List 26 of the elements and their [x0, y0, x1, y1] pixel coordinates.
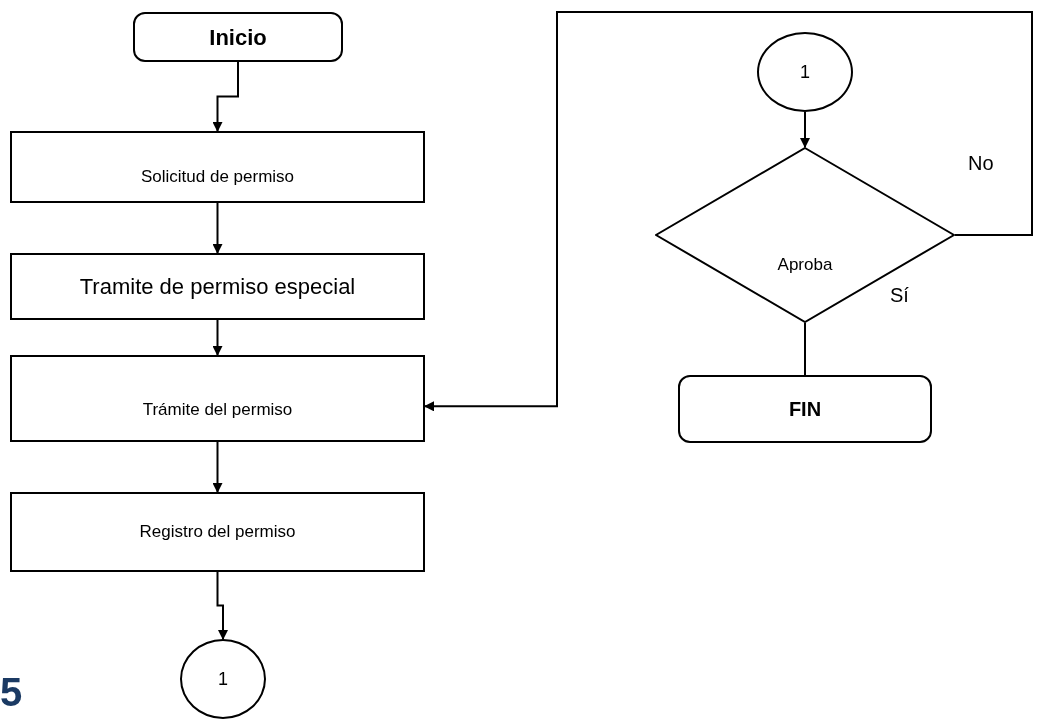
arrow [212, 61, 239, 132]
arrow [212, 202, 223, 254]
arrow [216, 571, 228, 640]
process-box [10, 253, 425, 320]
end-terminal [678, 375, 932, 443]
node-text: Aproba [777, 254, 833, 277]
arrow [212, 441, 223, 493]
node-text: 1 [800, 60, 810, 84]
process-box [10, 355, 425, 442]
node-text: Registro del permiso [139, 521, 296, 544]
arrow [800, 111, 810, 148]
start-terminal [133, 12, 343, 62]
page-number: 5 [0, 672, 23, 712]
decision-diamond [655, 147, 955, 323]
node-text: Inicio [209, 23, 267, 52]
node-text: 1 [218, 667, 228, 691]
node-text: Tramite de permiso especial [79, 273, 356, 301]
process-box [10, 492, 425, 572]
connector-circle [180, 639, 266, 719]
arrow [424, 11, 1033, 412]
node-text: Trámite del permiso [142, 398, 293, 421]
arrow [212, 319, 223, 356]
node-text: FIN [788, 397, 822, 422]
process-box [10, 131, 425, 203]
node-text: Solicitud de permiso [140, 166, 295, 189]
connector-circle [757, 32, 853, 112]
